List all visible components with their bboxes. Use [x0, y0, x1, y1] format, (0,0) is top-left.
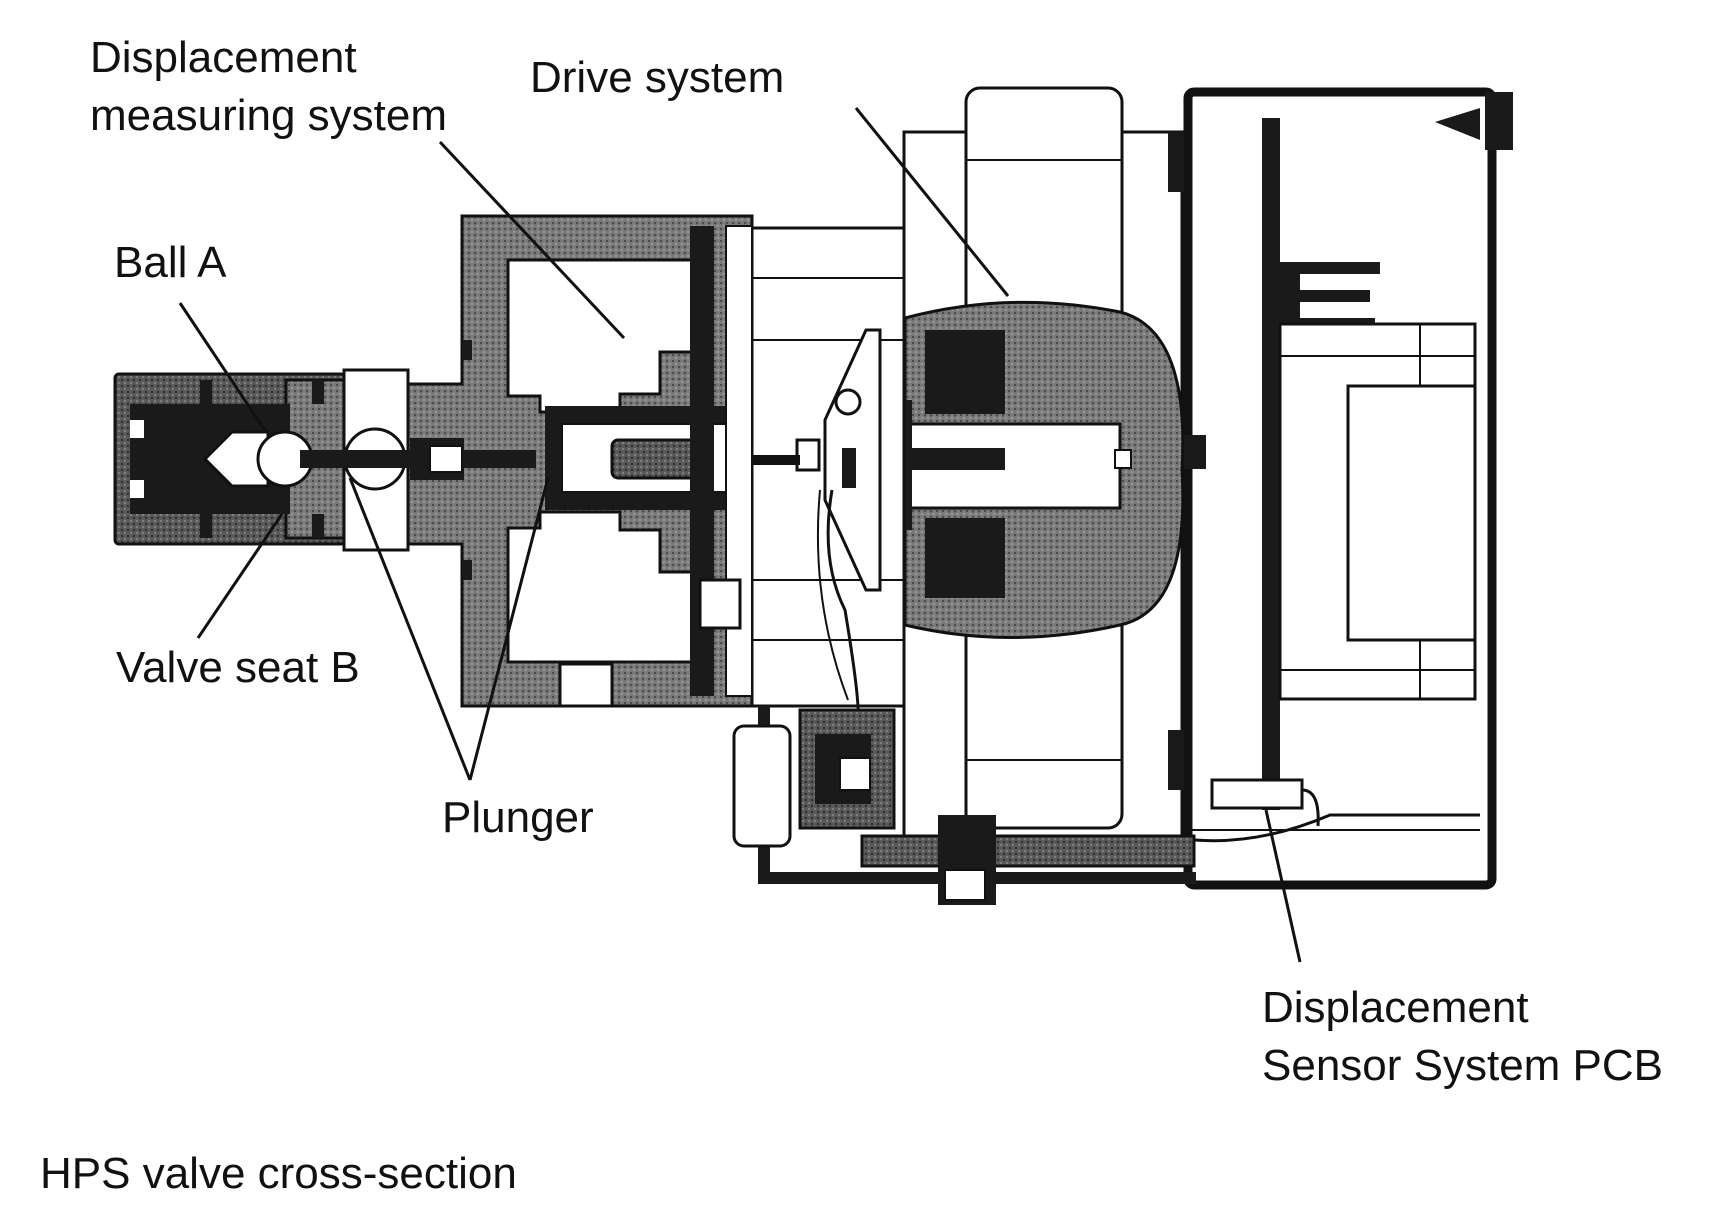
base-connector [732, 706, 1196, 905]
leader-valve-seat-b [196, 513, 284, 639]
drive-pole-top [925, 330, 1005, 414]
pcb-mount-clamp-top [1485, 92, 1513, 150]
label-valve-seat-b: Valve seat B [116, 643, 360, 692]
coupling-pin [842, 448, 856, 488]
drive-top-bracket [1168, 132, 1184, 192]
leader-lines [178, 107, 1302, 963]
leader-ball-a [178, 302, 268, 433]
valve-nozzle [113, 368, 536, 552]
pcb-bottom-tab [1210, 778, 1304, 810]
pcb-board [1262, 118, 1280, 810]
measuring-body [400, 214, 754, 708]
leader-displacement-measuring [438, 140, 626, 340]
drive-pole-bottom [925, 518, 1005, 598]
pcb-connector-e [1280, 262, 1380, 330]
drive-system [890, 86, 1206, 854]
label-drive-system: Drive system [530, 53, 784, 102]
terminal-lead [732, 724, 792, 848]
coupling-hole [834, 388, 862, 416]
drive-moving-core [895, 448, 1005, 470]
coupling-section [735, 226, 906, 721]
labels: Displacement measuring system Drive syst… [40, 33, 1663, 1198]
label-pcb-line1: Displacement [1262, 983, 1529, 1032]
label-plunger: Plunger [442, 793, 594, 842]
label-pcb-line2: Sensor System PCB [1262, 1041, 1663, 1090]
leader-plunger-2 [468, 477, 550, 781]
pcb-mount-screw-top [1435, 108, 1480, 140]
pcb-housing [1180, 87, 1513, 890]
label-displacement-measuring-line1: Displacement [90, 33, 357, 82]
label-ball-a: Ball A [114, 238, 227, 287]
measuring-cavity-lower [506, 510, 702, 664]
label-displacement-measuring-line2: measuring system [90, 91, 447, 140]
pcb-slot-inner [1346, 384, 1477, 642]
base-plate [860, 834, 1196, 868]
figure-caption: HPS valve cross-section [40, 1149, 517, 1198]
leader-pcb [1264, 809, 1302, 963]
leader-drive-system [854, 107, 1010, 297]
leader-plunger-1 [348, 477, 472, 781]
